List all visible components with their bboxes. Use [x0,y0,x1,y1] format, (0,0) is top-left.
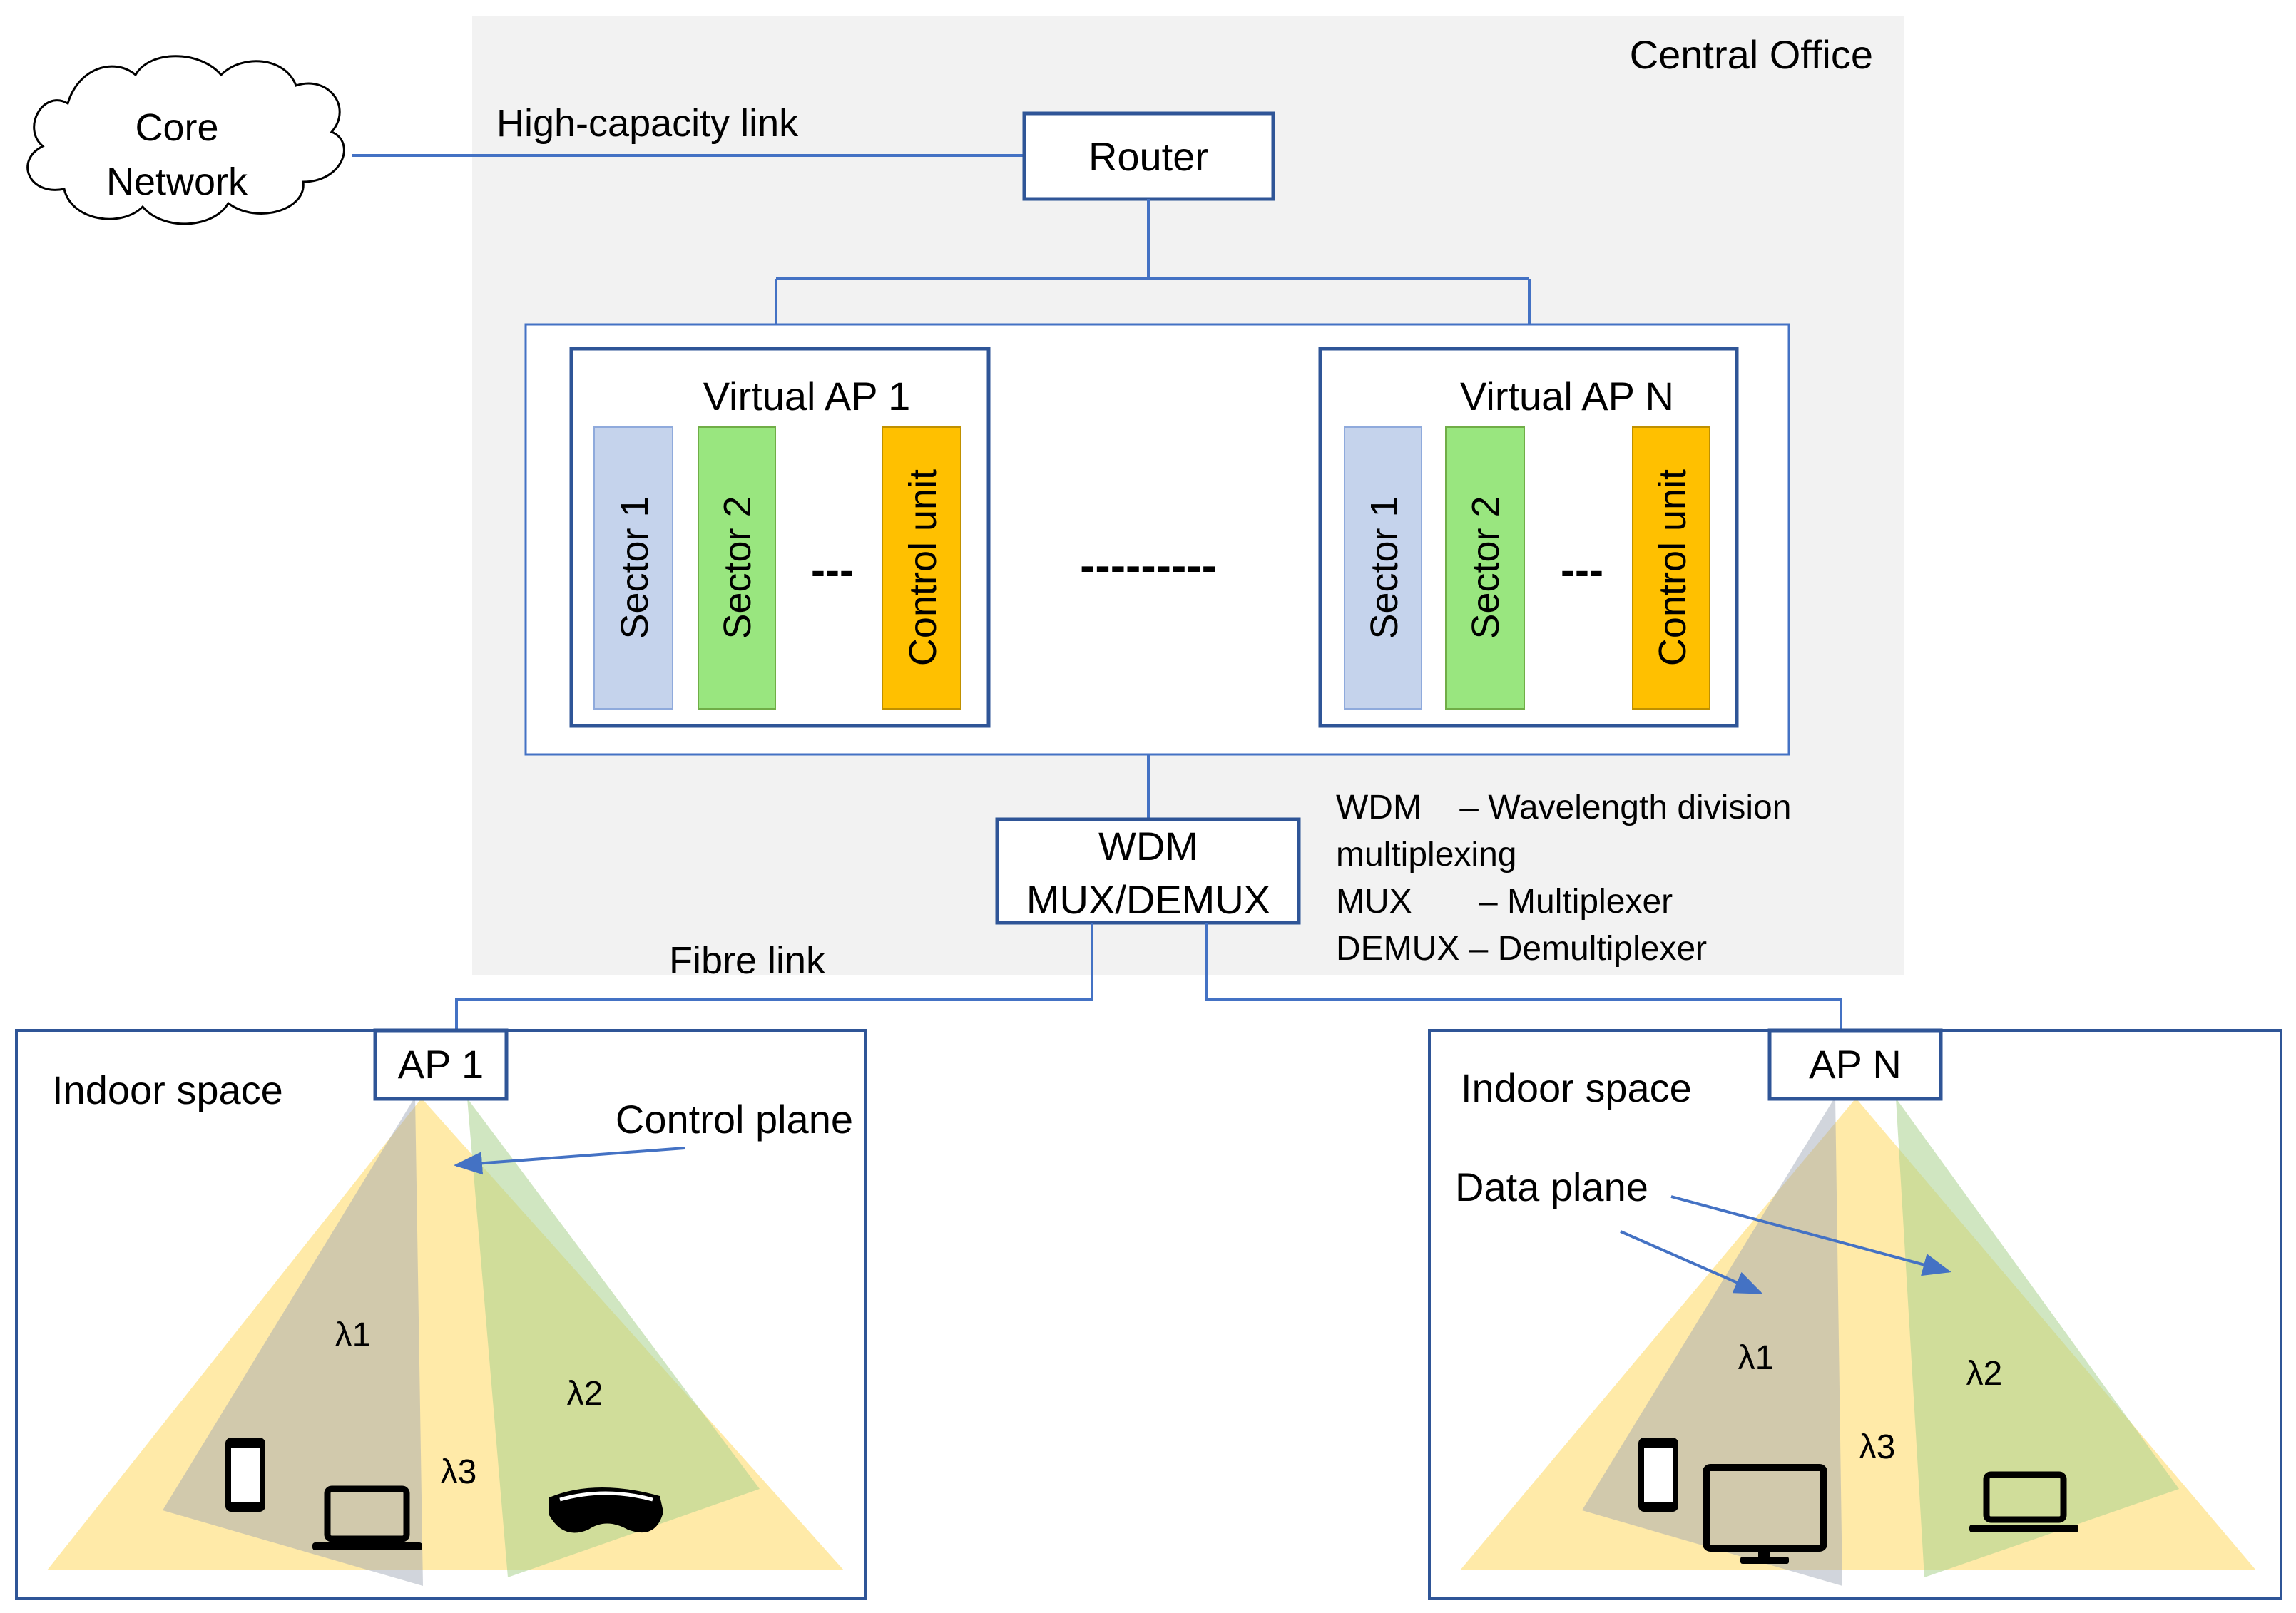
high-capacity-link-label: High-capacity link [496,102,799,145]
virtual-ap-1-sector-1-label: Sector 1 [613,496,656,639]
virtual-ap-1-sector-1 [593,426,673,710]
ap-1-label: AP 1 [398,1042,484,1087]
legend-line-4: DEMUX – Demultiplexer [1336,930,1707,968]
virtual-ap-n-sector-2 [1445,426,1525,710]
legend-line-1: WDM – Wavelength division [1336,789,1791,826]
indoor-space-n-label: Indoor space [1461,1065,1692,1110]
router-label: Router [1088,134,1208,179]
wdm-box-line2: MUX/DEMUX [1026,877,1270,922]
laptop-icon [312,1485,422,1550]
virtual-ap-1-sector-2-label: Sector 2 [716,496,759,639]
smartphone-icon [1638,1438,1678,1512]
virtual-ap-middle-ellipsis: --------- [1080,540,1217,591]
core-network-line1: Core [135,106,218,149]
space-1-lambda2: λ2 [567,1375,603,1413]
smartphone-icon [225,1438,265,1512]
abbreviation-legend: WDM – Wavelength division multiplexing M… [1336,789,1791,968]
router-box [1022,111,1275,201]
legend-line-2: multiplexing [1336,836,1516,874]
fibre-links [455,923,1842,1033]
space-1-lambda1: λ1 [335,1316,372,1354]
virtual-ap-n-sector-2-label: Sector 2 [1464,496,1507,639]
laptop-icon [1969,1471,2078,1532]
virtual-ap-n-control-unit-label: Control unit [1651,469,1694,666]
core-network-cloud: Core Network [26,55,345,225]
virtual-ap-n-sector-1 [1344,426,1422,710]
virtual-ap-1-control-unit [882,426,961,710]
monitor-icon [1703,1464,1827,1564]
indoor-space-1-label: Indoor space [52,1067,283,1112]
ap-n-box [1767,1028,1943,1101]
data-plane-arrow-1 [1620,1230,1763,1294]
data-plane-label: Data plane [1455,1164,1648,1209]
ap-1-box [373,1028,509,1101]
virtual-ap-1-sector-2 [698,426,776,710]
virtual-ap-1: Virtual AP 1 Sector 1 Sector 2 --- Contr… [569,347,991,728]
control-plane-label: Control plane [616,1097,853,1142]
core-network-line2: Network [106,160,248,203]
space-n-lambda3: λ3 [1859,1428,1896,1466]
space-n-lambda1: λ1 [1738,1339,1775,1377]
wdm-box-line1: WDM [1098,824,1198,869]
virtual-ap-n-sector-1-label: Sector 1 [1363,496,1406,639]
control-plane-arrow [454,1147,685,1175]
data-plane-arrow-2 [1670,1195,1951,1276]
virtual-ap-n-title: Virtual AP N [1460,374,1674,419]
legend-line-3: MUX – Multiplexer [1336,883,1673,921]
ap-n-label: AP N [1809,1042,1902,1087]
virtual-ap-1-control-unit-label: Control unit [902,469,944,666]
virtual-ap-n-control-unit [1632,426,1710,710]
space-1-lambda3: λ3 [441,1453,477,1491]
virtual-ap-n: Virtual AP N Sector 1 Sector 2 --- Contr… [1318,347,1739,728]
virtual-ap-n-ellipsis: --- [1561,546,1603,594]
virtual-ap-1-title: Virtual AP 1 [703,374,911,419]
wdm-mux-demux-box [995,817,1301,925]
space-n-lambda2: λ2 [1966,1355,2003,1393]
fibre-link-label: Fibre link [669,939,826,982]
central-office-label: Central Office [1630,32,1873,77]
vr-headset-icon [549,1487,663,1533]
virtual-ap-1-ellipsis: --- [811,546,854,594]
